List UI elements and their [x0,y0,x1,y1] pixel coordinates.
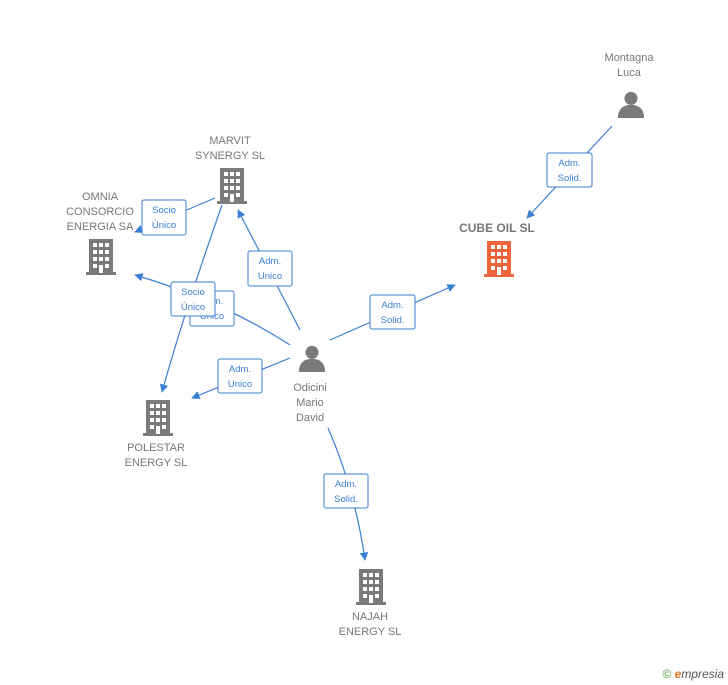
building-icon [86,239,116,275]
node-polestar[interactable]: POLESTAR ENERGY SL [125,400,188,469]
svg-text:Odicini: Odicini [293,382,327,394]
svg-text:ENERGY SL: ENERGY SL [125,457,188,469]
node-cube-oil[interactable]: CUBE OIL SL [459,221,535,277]
building-icon [143,400,173,436]
svg-text:Socio: Socio [152,205,176,216]
svg-text:CONSORCIO: CONSORCIO [66,206,134,218]
svg-text:Unico: Unico [228,379,252,390]
node-odicini[interactable]: Odicini Mario David [293,345,327,424]
svg-text:Adm.: Adm. [335,479,357,490]
svg-text:POLESTAR: POLESTAR [127,442,185,454]
person-icon [298,345,326,372]
svg-text:Solid.: Solid. [381,315,405,326]
node-montagna[interactable]: Montagna Luca [605,52,655,118]
svg-text:Único: Único [181,302,205,313]
svg-text:Montagna: Montagna [605,52,655,64]
edge-label-odicini-marvit: Adm. Unico [247,250,293,287]
svg-text:Solid.: Solid. [334,494,358,505]
building-icon [484,241,514,277]
node-omnia[interactable]: OMNIA CONSORCIO ENERGIA SA [66,191,134,275]
svg-text:Socio: Socio [181,287,205,298]
svg-text:Unico: Unico [258,271,282,282]
svg-text:Adm.: Adm. [259,256,281,267]
brand-name: mpresia [681,667,724,681]
copyright-symbol: © [662,667,672,681]
svg-text:Adm.: Adm. [558,158,580,169]
svg-text:NAJAH: NAJAH [352,611,388,623]
svg-text:Único: Único [152,220,176,231]
edge-label-marvit-omnia: Socio Único [141,199,187,236]
edge-label-odicini-cube: Adm. Solid. [369,294,416,330]
svg-text:ENERGIA SA: ENERGIA SA [67,221,134,233]
edge-labels: Adm. Solid. Adm. Solid. Adm. Unico Adm. … [141,152,593,509]
svg-text:ENERGY SL: ENERGY SL [339,626,402,638]
svg-text:OMNIA: OMNIA [82,191,119,203]
svg-text:MARVIT: MARVIT [209,135,251,147]
building-icon [356,569,386,605]
person-icon [617,91,645,118]
svg-text:Adm.: Adm. [229,364,251,375]
svg-text:Mario: Mario [296,397,324,409]
edge-label-marvit-polestar: Socio Único [170,281,216,317]
svg-text:CUBE OIL SL: CUBE OIL SL [459,221,535,235]
node-marvit[interactable]: MARVIT SYNERGY SL [195,135,265,204]
building-icon [217,168,247,204]
edge-label-montagna-cube: Adm. Solid. [546,152,593,188]
brand-initial: e [674,667,682,681]
node-najah[interactable]: NAJAH ENERGY SL [339,569,402,638]
svg-text:Luca: Luca [617,67,642,79]
edge-label-odicini-polestar: Adm. Unico [217,358,263,394]
empresia-watermark: © empresia [662,667,724,681]
svg-text:David: David [296,412,324,424]
svg-text:Solid.: Solid. [558,173,582,184]
edges [134,125,613,561]
svg-text:Adm.: Adm. [381,300,403,311]
edge-label-odicini-najah: Adm. Solid. [323,473,369,509]
svg-text:SYNERGY SL: SYNERGY SL [195,150,265,162]
